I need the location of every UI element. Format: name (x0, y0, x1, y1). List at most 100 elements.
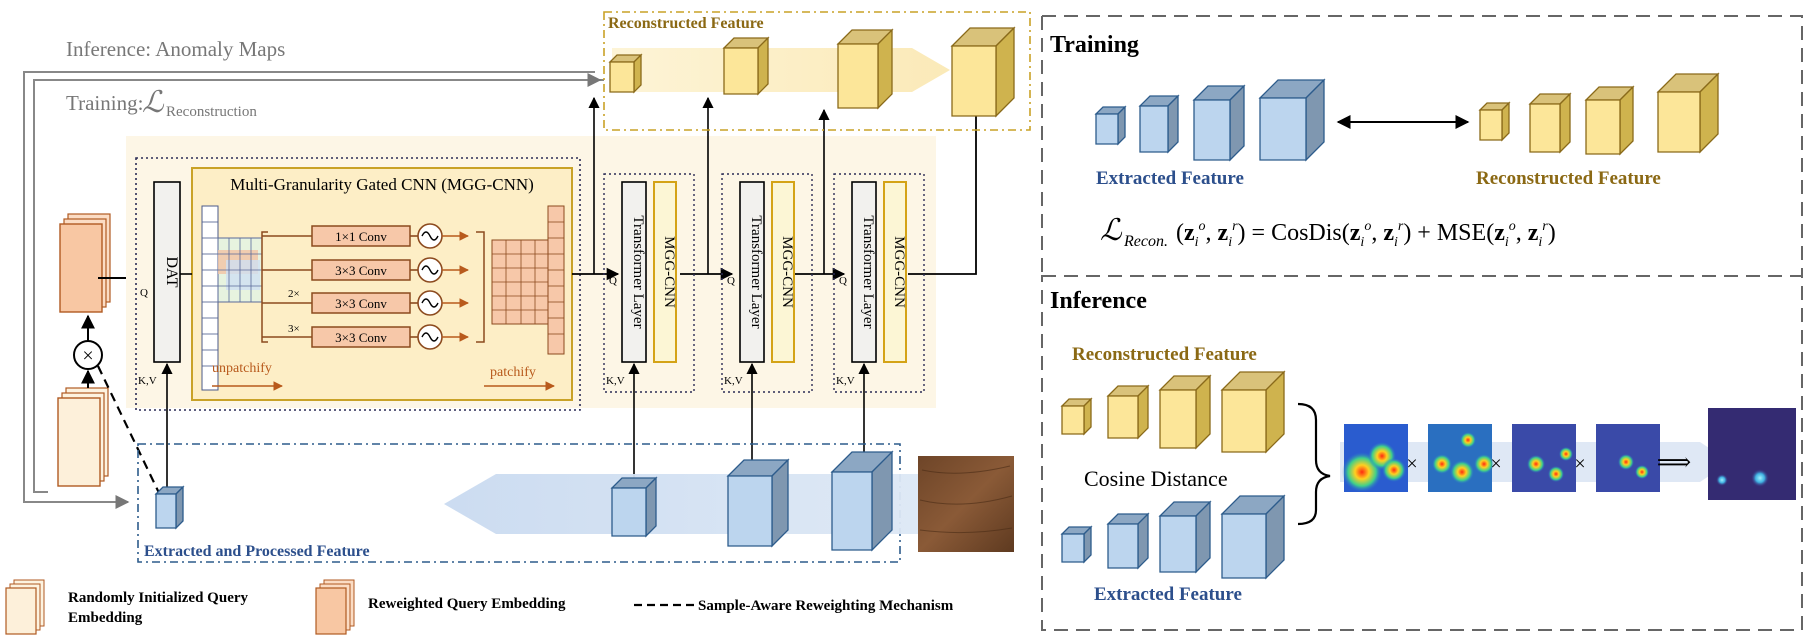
anomaly-map-1 (1342, 424, 1408, 492)
inf-blue-1 (1060, 525, 1093, 564)
formula-sub: Recon. (1123, 233, 1168, 250)
inference-anomaly-label: Inference: Anomaly Maps (66, 37, 285, 61)
anomaly-map-2 (1428, 424, 1494, 492)
train-yellow-3 (1584, 85, 1635, 156)
training-panel: Training Extracted Feature Reconstructed… (1041, 15, 1803, 276)
training-panel-title: Training (1050, 32, 1139, 58)
times-3: × (1574, 453, 1585, 475)
inference-panel-title: Inference (1050, 288, 1147, 314)
inference-extracted-cubes (1060, 494, 1286, 580)
conv-1x1-label: 1×1 Conv (335, 229, 387, 244)
reconstruction-band (612, 48, 950, 92)
tf3-q: Q (839, 275, 847, 287)
feature-grid-patchify (491, 239, 551, 325)
formula-L: ℒ (1100, 214, 1123, 247)
tf2-q: Q (727, 275, 735, 287)
conv-3x3-c-label: 3×3 Conv (335, 330, 387, 345)
dat-mgg-block (135, 157, 581, 411)
training-extracted-label: Extracted Feature (1096, 168, 1244, 189)
training-reconstructed-label: Reconstructed Feature (1476, 168, 1661, 189)
train-blue-3 (1192, 84, 1246, 162)
dilation-2x: 2× (288, 288, 300, 300)
inf-blue-4 (1220, 494, 1286, 580)
tf1-q: Q (609, 275, 617, 287)
training-prefix: Training: (66, 91, 143, 115)
inf-blue-2 (1106, 512, 1150, 570)
train-blue-1 (1094, 105, 1127, 146)
training-reconstructed-cubes (1478, 72, 1720, 156)
conv-3x3-b-label: 3×3 Conv (335, 296, 387, 311)
legend-random-label-2: Embedding (68, 610, 143, 626)
transformer-label-1: Transformer Layer (630, 215, 646, 328)
bottom-cube-3 (726, 458, 790, 548)
dat-q-label: Q (140, 287, 148, 299)
feature-grid-unpatchified (217, 237, 263, 303)
anomaly-map-3 (1512, 424, 1576, 492)
dat-kv-label: K,V (138, 375, 157, 387)
cosine-distance-label: Cosine Distance (1084, 466, 1228, 491)
anomaly-maps (1342, 424, 1660, 492)
legend-random-label-1: Randomly Initialized Query (68, 590, 249, 606)
legend-random-icon (5, 579, 45, 635)
top-cube-1 (608, 53, 643, 94)
inference-reconstructed-label: Reconstructed Feature (1072, 344, 1257, 365)
inference-extracted-label: Extracted Feature (1094, 584, 1242, 605)
legend: Randomly Initialized Query Embedding Rew… (5, 579, 954, 635)
transformer-block-1: Transformer Layer MGG-CNN Q K,V (603, 173, 695, 393)
training-extracted-cubes (1094, 78, 1326, 162)
mgg-cnn-label-1: MGG-CNN (661, 236, 677, 308)
train-yellow-4 (1656, 72, 1720, 154)
transformer-label-2: Transformer Layer (748, 215, 764, 328)
mgg-cnn-label-3: MGG-CNN (891, 236, 907, 308)
extracted-feature-box (137, 443, 901, 563)
loss-subscript: Reconstruction (166, 104, 257, 120)
training-loss-label: Training: ℒ Reconstruction (66, 86, 257, 120)
tf2-kv: K,V (724, 375, 743, 387)
train-blue-4 (1258, 78, 1326, 162)
formula-body: (zio, zir) = CosDis(zio, zir) + MSE(zio,… (1176, 219, 1556, 250)
inf-yellow-1 (1060, 397, 1093, 436)
flow-arrow-output (908, 86, 983, 275)
legend-reweighted-label: Reweighted Query Embedding (368, 596, 566, 612)
transformer-block-2: Transformer Layer MGG-CNN Q K,V (721, 173, 813, 393)
bottom-cube-2 (610, 476, 658, 538)
random-query-embedding (57, 387, 109, 487)
dilation-3x: 3× (288, 323, 300, 335)
conv-branches: 2× 3× 1×1 Conv 3×3 Conv 3×3 Conv 3×3 Con… (262, 223, 469, 350)
extracted-processed-label: Extracted and Processed Feature (144, 543, 370, 560)
inf-yellow-2 (1106, 384, 1150, 440)
token-strip-left (201, 205, 219, 391)
times-1: × (1406, 453, 1417, 475)
reweighting-dashed-line (97, 365, 161, 496)
input-image-wood (918, 456, 1014, 552)
top-cube-2 (722, 36, 770, 96)
token-strip-right (547, 205, 565, 355)
unpatchify-label: unpatchify (212, 361, 272, 376)
train-blue-2 (1138, 94, 1180, 154)
loss-formula: ℒ Recon. (zio, zir) = CosDis(zio, zir) +… (1100, 214, 1556, 250)
dat-label: DAT (163, 256, 180, 287)
bottom-cube-1 (154, 485, 185, 530)
reconstructed-feature-top-label: Reconstructed Feature (608, 15, 764, 32)
conv-3x3-a-label: 3×3 Conv (335, 263, 387, 278)
train-yellow-2 (1528, 92, 1572, 154)
inference-panel: Inference Reconstructed Feature Cosine D… (1041, 275, 1803, 631)
transformer-block-3: Transformer Layer MGG-CNN Q K,V (833, 173, 925, 393)
top-cube-4 (950, 26, 1016, 118)
inference-reconstructed-cubes (1060, 370, 1286, 454)
inference-feedback-line (23, 71, 595, 509)
mgg-cnn-label-2: MGG-CNN (779, 236, 795, 308)
reconstructed-feature-box (603, 11, 1031, 131)
top-cube-3 (836, 28, 894, 110)
mgg-title: Multi-Granularity Gated CNN (MGG-CNN) (230, 175, 534, 194)
dat-block: DAT Q K,V (138, 181, 181, 387)
inf-blue-3 (1158, 500, 1212, 574)
reweighted-query-embedding (59, 213, 111, 313)
multiply-node: × (73, 340, 103, 370)
inf-yellow-4 (1220, 370, 1286, 454)
extracted-cubes-bottom (154, 450, 894, 552)
tf1-kv: K,V (606, 375, 625, 387)
train-yellow-1 (1478, 101, 1511, 142)
reconstructed-cubes-top (608, 26, 1016, 118)
